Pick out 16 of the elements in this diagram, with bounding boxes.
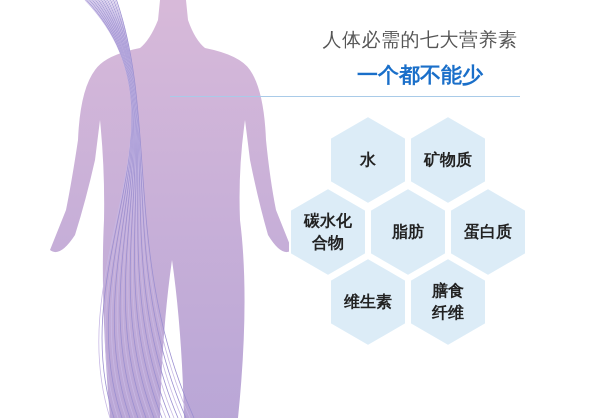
- hexagon-node: [368, 186, 448, 278]
- subtitle: 一个都不能少: [356, 62, 484, 89]
- nutrient-label: 维生素: [342, 291, 393, 313]
- nutrient-label: 蛋白质: [463, 221, 513, 243]
- hexagon-node: [408, 256, 488, 348]
- hexagon-node: [288, 186, 368, 278]
- title: 人体必需的七大营养素: [322, 28, 518, 53]
- nutrient-label: 水: [358, 149, 377, 171]
- nutrient-label: 脂肪: [390, 221, 425, 243]
- hexagon-node: [448, 186, 528, 278]
- nutrient-label: 碳水化合物: [304, 210, 352, 254]
- nutrient-label: 矿物质: [422, 149, 473, 171]
- hexagon-node: [328, 114, 408, 206]
- hexagon-node: [328, 256, 408, 348]
- hexagon-node: [408, 114, 488, 206]
- nutrient-label: 膳食纤维: [432, 280, 464, 324]
